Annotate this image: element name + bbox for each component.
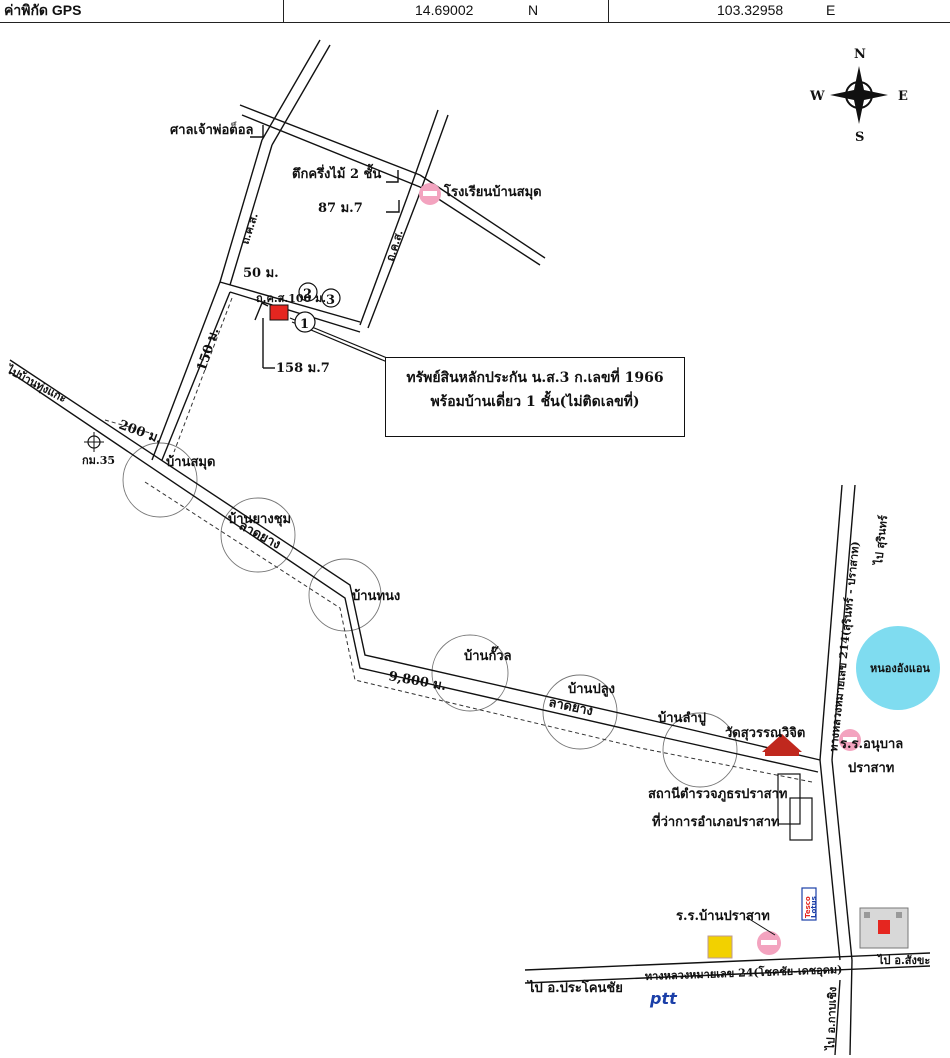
to-kapchoeng-label: ไป อ.กาบเชิง: [823, 986, 839, 1052]
to-surin-label: ไป สุรินทร์: [871, 514, 891, 567]
distance-100-label: ถ.ค.ส.100 ม.: [256, 292, 326, 305]
compass-n: N: [854, 47, 866, 62]
district-office-label: ที่ว่าการอำเภอปราสาท: [652, 812, 780, 830]
local-roads: [151, 39, 546, 461]
hw24-label: ทางหลวงหมายเลข 24(โชคชัย-เดชอุดม): [645, 962, 843, 984]
tesco-label: Tesco: [804, 896, 812, 918]
distance-9800-label: 9,800 ม.: [387, 669, 447, 694]
gps-latitude: 14.69002: [415, 2, 474, 18]
tesco-lotus-icon: [801, 887, 817, 921]
road-dirt-label: ถ.ค.ส.: [238, 211, 260, 246]
gps-coordinate-bar: ค่าพิกัด GPS 14.69002 N 103.32958 E: [0, 0, 950, 23]
ptt-logo: ptt: [649, 989, 678, 1008]
half-wood-building-label: ตึกครึ่งไม้ 2 ชั้น: [292, 163, 381, 182]
compass-s: S: [855, 130, 864, 145]
hw214-label: ทางหลวงหมายเลข 214(สุรินทร์ - ปราสาท): [827, 541, 863, 753]
highway-214: [819, 484, 856, 1056]
km-marker-icon: [84, 432, 104, 452]
km35-label: กม.35: [82, 454, 115, 467]
district-office-building: [789, 797, 813, 841]
school-anuban-label: ร.ร.อนุบาล: [840, 737, 903, 752]
ban-kuan-label: บ้านกั๊วล: [464, 646, 512, 664]
gps-longitude-dir: E: [826, 2, 836, 18]
photo-point-markers: 2 3 1: [294, 282, 341, 333]
to-ban-label: ไปบ้านทุ่งแกะ: [2, 361, 69, 406]
distance-200-label: 200 ม.: [117, 418, 164, 447]
property-callout-box: ทรัพย์สินหลักประกัน น.ส.3 ก.เลขที่ 1966 …: [385, 357, 685, 437]
property-marker[interactable]: [269, 304, 289, 321]
callout-line-1: ทรัพย์สินหลักประกัน น.ส.3 ก.เลขที่ 1966: [406, 370, 664, 386]
main-village-road: [9, 359, 821, 783]
ban-lampu-label: บ้านลำปู: [658, 710, 706, 726]
compass-e: E: [898, 89, 908, 104]
school-icon: [757, 931, 781, 955]
compass-rose-icon: N S E W: [809, 47, 908, 145]
village-circle-samut: [122, 442, 198, 518]
callout-line-2: พร้อมบ้านเดี่ยว 1 ชั้น(ไม่ติดเลขที่): [430, 394, 640, 410]
gps-divider: [283, 0, 284, 22]
gps-divider: [608, 0, 609, 22]
village-circle-yangchum: [220, 497, 296, 573]
village-circle-lampu: [662, 712, 738, 788]
house-87-label: 87 ม.7: [318, 201, 363, 216]
village-circles: [122, 442, 738, 788]
village-circle-kuan: [431, 634, 509, 712]
distance-50-label: 50 ม.: [243, 266, 279, 281]
num-2: 2: [303, 287, 312, 302]
shrine-label: ศาลเจ้าพ่อต็อล: [170, 120, 254, 138]
gps-latitude-dir: N: [528, 2, 539, 18]
gas-station-icon: [707, 935, 733, 959]
school-samut-label: โรงเรียนบ้านสมุด: [443, 183, 542, 200]
prasat-label: ปราสาท: [848, 761, 894, 776]
road-dirt-label: ถ.ค.ส.: [383, 228, 405, 263]
gps-longitude: 103.32958: [717, 2, 784, 18]
pond-shape: [856, 626, 940, 710]
ban-plung-label: บ้านปลูง: [568, 681, 615, 697]
ban-thanong-label: บ้านทนง: [352, 588, 400, 604]
school-pointer: [745, 916, 776, 936]
pond-label: หนองอังแอน: [870, 662, 930, 675]
school-icon: [839, 729, 861, 751]
to-sangkha-label: ไป อ.สังขะ: [876, 953, 930, 967]
highway-24: [524, 952, 931, 984]
house-158-label: 158 ม.7: [276, 361, 330, 376]
lotus-label: Lotus: [810, 896, 818, 918]
compass-w: W: [809, 89, 825, 104]
hospital-icon: [859, 907, 909, 949]
num-3: 3: [326, 293, 335, 308]
num-1: 1: [300, 317, 309, 332]
building-markers: [250, 125, 400, 369]
school-icon: [419, 183, 441, 205]
ban-yangchum-label: บ้านยางชุม: [228, 511, 291, 527]
police-station-label: สถานีตำรวจภูธรปราสาท: [648, 786, 787, 802]
gps-label: ค่าพิกัด GPS: [4, 2, 82, 18]
distance-150-label: 150 ม.: [195, 326, 223, 373]
to-prakhonchai-label: ไป อ.ประโคนชัย: [526, 979, 623, 996]
temple-icon: [762, 734, 802, 756]
school-prasat-label: ร.ร.บ้านปราสาท: [676, 908, 770, 924]
wat-label: วัดสุวรรณวิจิต: [725, 726, 805, 741]
ban-samut-label: บ้านสมุด: [166, 454, 215, 470]
police-station-building: [777, 773, 801, 825]
